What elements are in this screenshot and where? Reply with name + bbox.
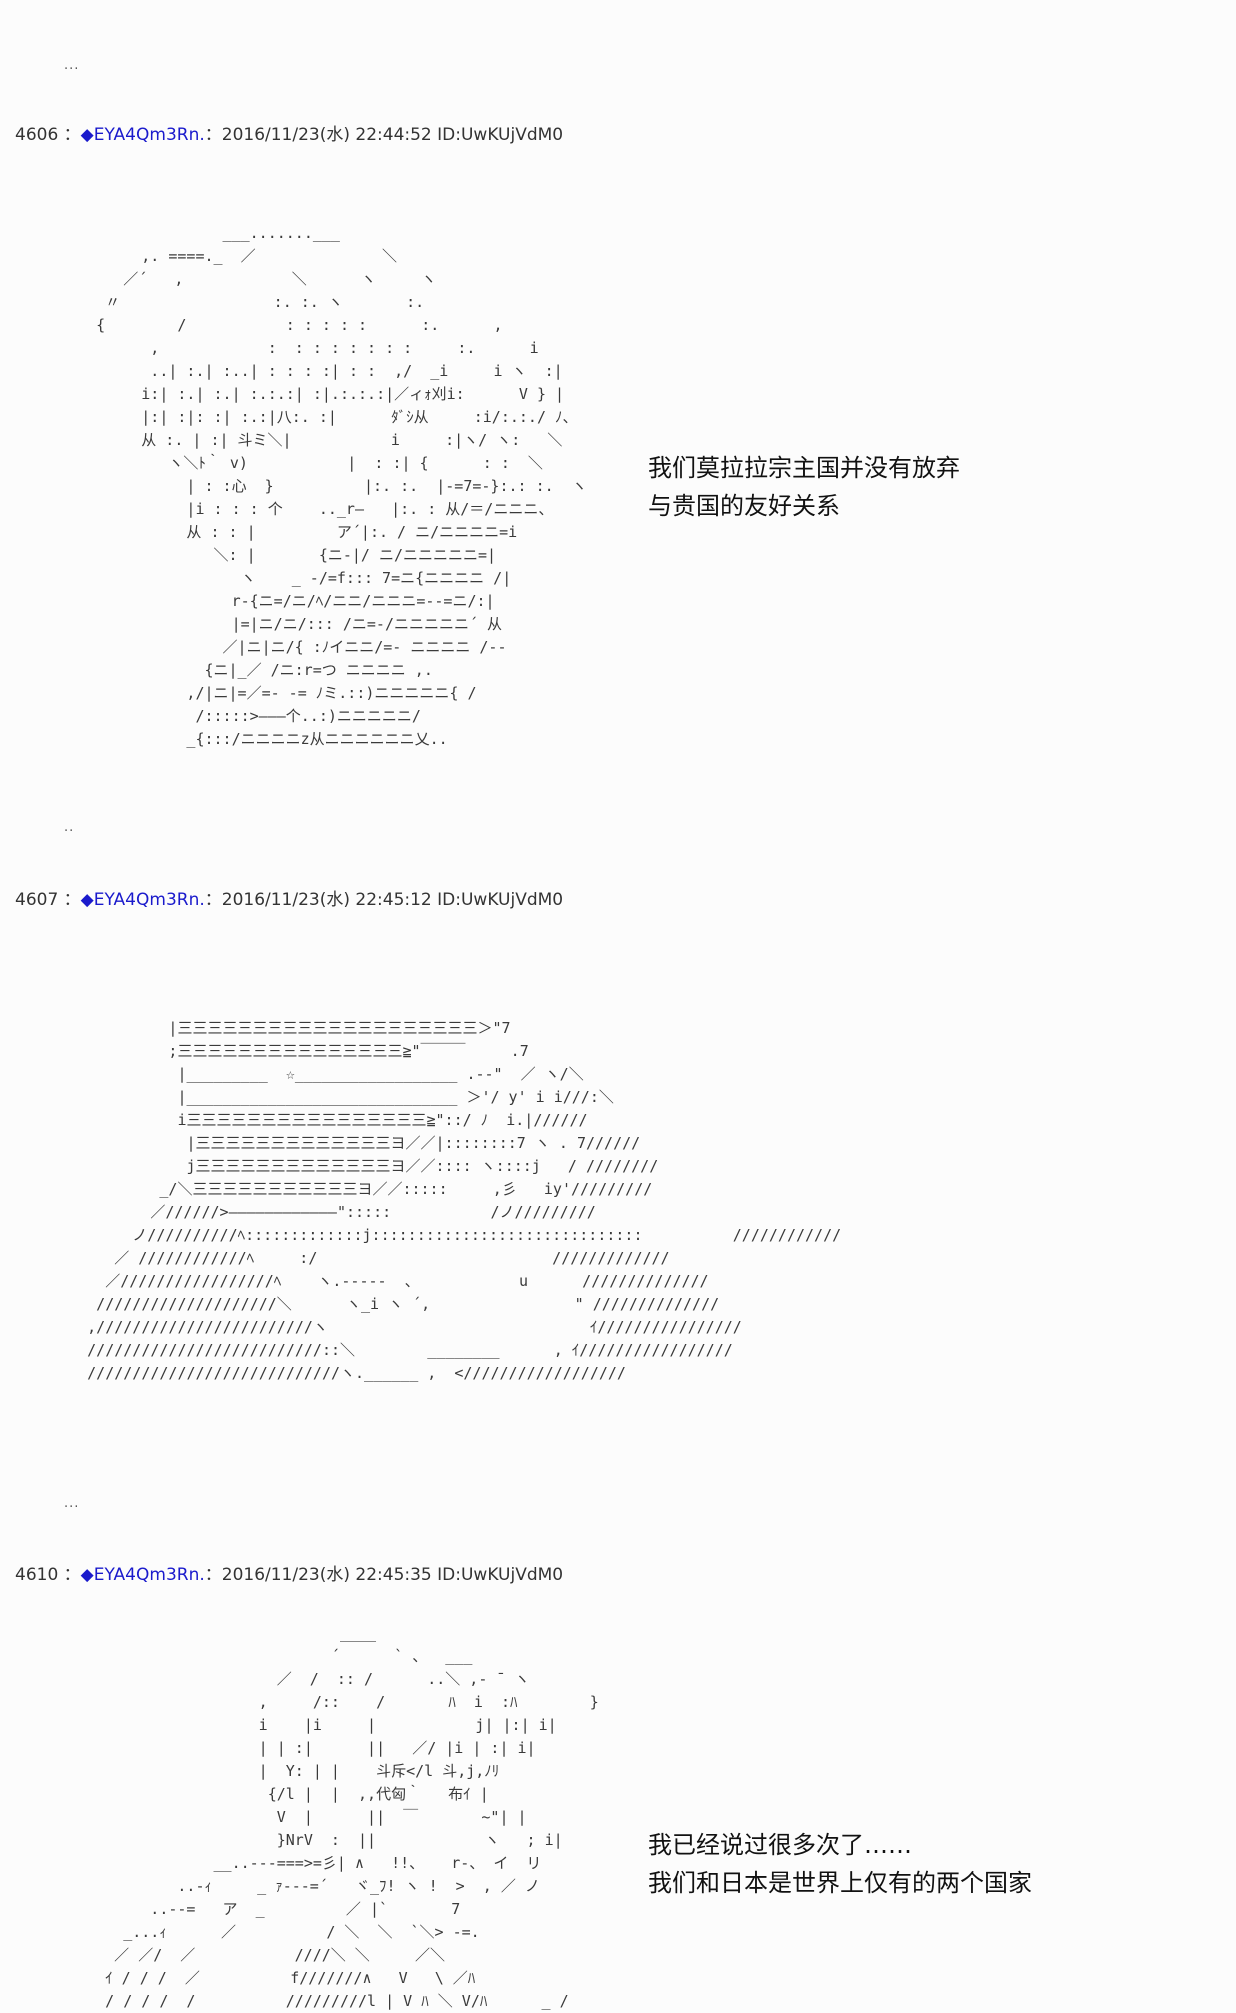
post-separator: ：: [63, 890, 81, 910]
post-meta: ：2016/11/23(水) 22:45:35 ID:UwKUjVdM0: [204, 1565, 564, 1585]
poster-name[interactable]: ◆EYA4Qm3Rn.: [80, 890, 205, 910]
post-number: 4606: [15, 125, 59, 145]
ascii-art: |三三三三三三三三三三三三三三三三三三三三＞"7 ;三三三三三三三三三三三三三三…: [87, 1019, 842, 1382]
post-meta: ：2016/11/23(水) 22:45:12 ID:UwKUjVdM0: [204, 890, 564, 910]
post-caption: 我们莫拉拉宗主国并没有放弃 与贵国的友好关系: [648, 454, 960, 520]
post-meta: ：2016/11/23(水) 22:44:52 ID:UwKUjVdM0: [204, 125, 564, 145]
ascii-art: ____ ´ ` 、 ___ ／ / :: / ..＼ ,- ¯ ヽ , /::…: [105, 1624, 599, 2010]
post-header: 4606 ：◆EYA4Qm3Rn.：2016/11/23(水) 22:44:52…: [15, 120, 563, 145]
ascii-art: ___.......___ ,. ====._ ／ ＼ ／´ , ＼ ヽ ヽ 〃…: [96, 224, 587, 748]
post-number: 4610: [15, 1565, 59, 1585]
ellipsis-marker: ...: [64, 1496, 80, 1511]
post-number: 4607: [15, 890, 59, 910]
poster-name[interactable]: ◆EYA4Qm3Rn.: [80, 1565, 205, 1585]
post-header: 4607 ：◆EYA4Qm3Rn.：2016/11/23(水) 22:45:12…: [15, 885, 563, 910]
post-caption: 我已经说过很多次了…… 我们和日本是世界上仅有的两个国家: [648, 1831, 1032, 1897]
ellipsis-marker: ...: [64, 58, 80, 73]
post-header: 4610 ：◆EYA4Qm3Rn.：2016/11/23(水) 22:45:35…: [15, 1560, 563, 1585]
ellipsis-marker: ..: [64, 820, 75, 835]
post-separator: ：: [63, 125, 81, 145]
poster-name[interactable]: ◆EYA4Qm3Rn.: [80, 125, 205, 145]
post-separator: ：: [63, 1565, 81, 1585]
